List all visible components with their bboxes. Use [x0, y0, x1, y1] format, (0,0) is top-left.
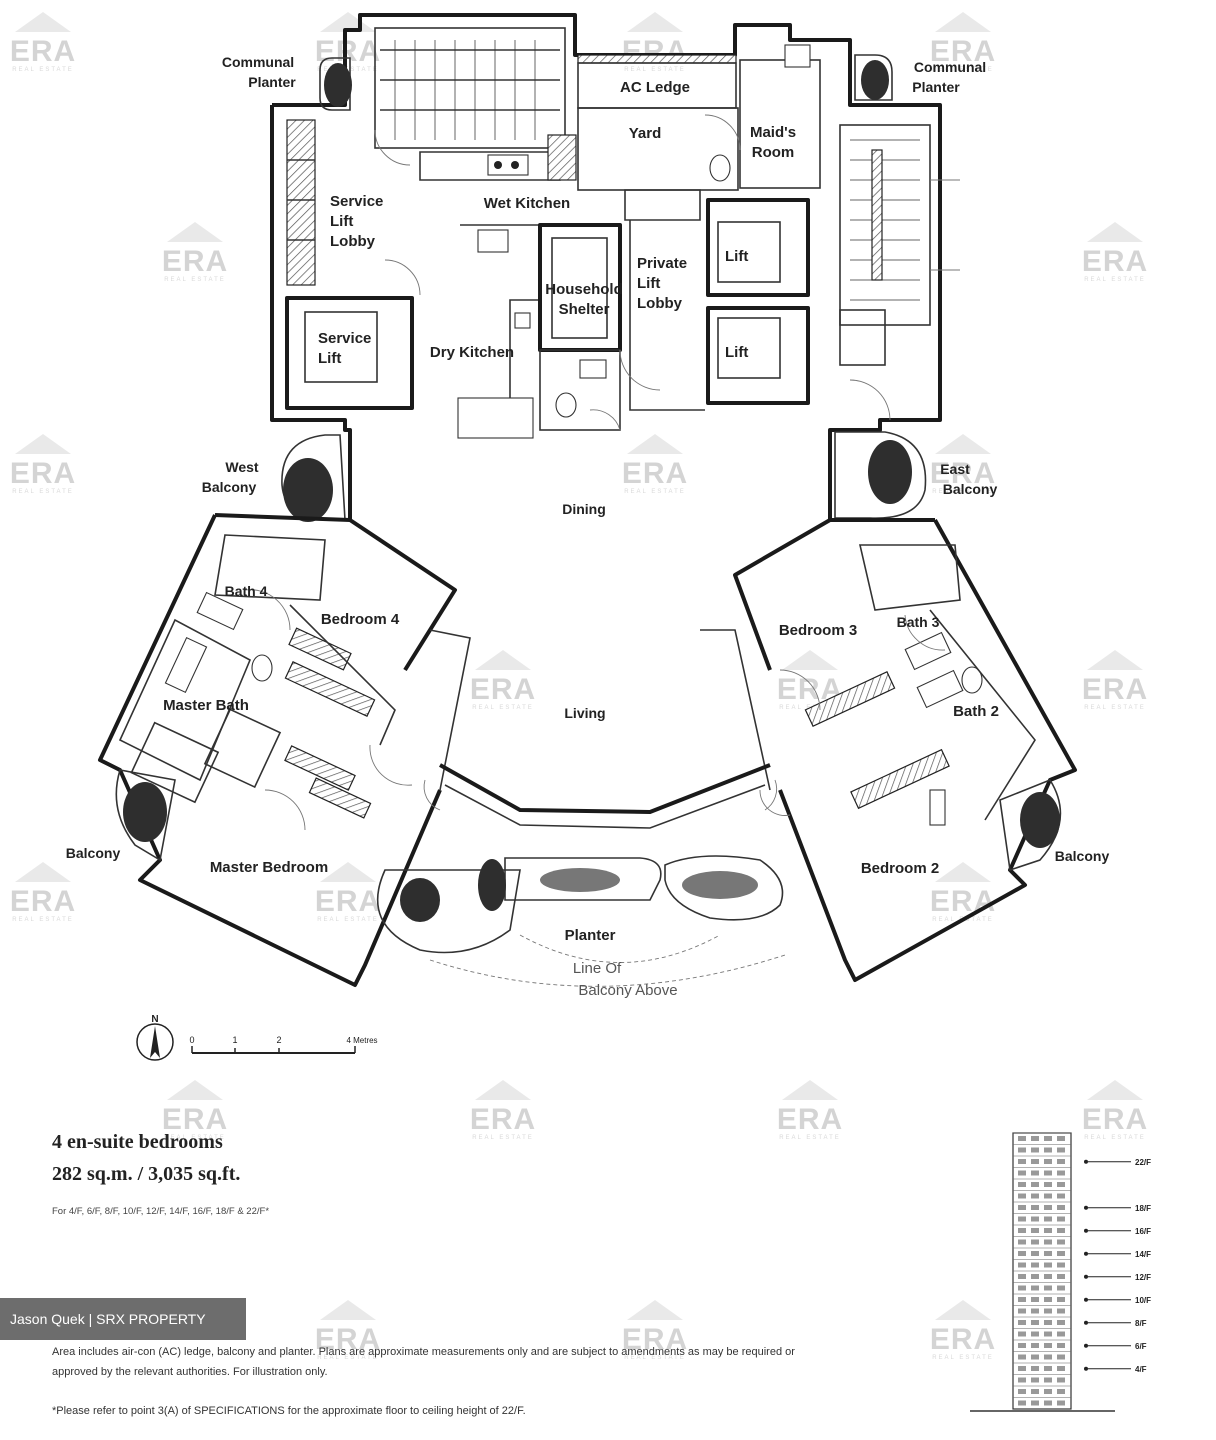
roof-icon — [935, 434, 991, 454]
scale-tick-0: 0 — [189, 1035, 194, 1045]
bedroom-2-label: Bedroom 2 — [861, 860, 939, 877]
yard-label: Yard — [629, 125, 662, 142]
communal-planters — [319, 54, 893, 111]
floor-label: 12/F — [1135, 1273, 1151, 1282]
master-bedroom-label: Master Bedroom — [210, 859, 328, 876]
floor-label: 22/F — [1135, 1158, 1151, 1167]
roof-icon — [320, 1300, 376, 1320]
bedroom-4-label: Bedroom 4 — [321, 611, 400, 628]
master-bath-label: Master Bath — [163, 697, 249, 714]
scale-tick-2: 2 — [276, 1035, 281, 1045]
scale-end: 4 Metres — [346, 1036, 377, 1045]
roof-icon — [15, 434, 71, 454]
unit-type: 4 en-suite bedrooms — [52, 1131, 223, 1153]
roof-icon — [935, 12, 991, 32]
area-note: Area includes air-con (AC) ledge, balcon… — [52, 1346, 795, 1378]
lift-2-label: Lift — [725, 344, 748, 361]
roof-icon — [935, 1300, 991, 1320]
roof-icon — [782, 1080, 838, 1100]
floor-label: 4/F — [1135, 1365, 1147, 1374]
roof-icon — [627, 434, 683, 454]
specs-note: *Please refer to point 3(A) of SPECIFICA… — [52, 1405, 526, 1417]
roof-icon — [167, 1080, 223, 1100]
scale-tick-1: 1 — [232, 1035, 237, 1045]
roof-icon — [167, 222, 223, 242]
east-wing — [700, 518, 1077, 982]
roof-icon — [475, 1080, 531, 1100]
roof-icon — [935, 862, 991, 882]
lift-1-label: Lift — [725, 248, 748, 265]
credit-banner: Jason Quek | SRX PROPERTY — [0, 1298, 246, 1340]
roof-icon — [475, 650, 531, 670]
roof-icon — [320, 862, 376, 882]
balcony-e-label: Balcony — [1055, 848, 1110, 864]
dry-kitchen-label: Dry Kitchen — [430, 344, 514, 361]
bath-2-label: Bath 2 — [953, 703, 999, 720]
floor-label: 16/F — [1135, 1227, 1151, 1236]
unit-floors: For 4/F, 6/F, 8/F, 10/F, 12/F, 14/F, 16/… — [52, 1206, 270, 1217]
compass: N — [136, 1014, 174, 1061]
living-bay — [376, 763, 786, 987]
key-plan: 22/F 18/F 16/F 14/F 12/F 10/F 8/F 6/F 4/F — [970, 1132, 1151, 1412]
roof-icon — [1087, 1080, 1143, 1100]
roof-icon — [15, 12, 71, 32]
roof-icon — [1087, 222, 1143, 242]
roof-icon — [1087, 650, 1143, 670]
floor-label: 8/F — [1135, 1319, 1147, 1328]
planter-label: Planter — [565, 927, 616, 944]
west-wing — [98, 513, 471, 987]
north-icon: N — [151, 1014, 158, 1025]
roof-icon — [782, 650, 838, 670]
unit-area: 282 sq.m. / 3,035 sq.ft. — [52, 1163, 241, 1185]
living-label: Living — [564, 705, 605, 721]
scale-bar: 0 1 2 4 Metres — [189, 1035, 378, 1054]
roof-icon — [15, 862, 71, 882]
ac-ledge-label: AC Ledge — [620, 79, 690, 96]
dining-label: Dining — [562, 501, 606, 517]
bath-3-label: Bath 3 — [897, 614, 940, 630]
floor-label: 6/F — [1135, 1342, 1147, 1351]
bath-4-label: Bath 4 — [225, 583, 268, 599]
wet-kitchen-label: Wet Kitchen — [484, 195, 570, 212]
floor-label: 18/F — [1135, 1204, 1151, 1213]
floor-label: 10/F — [1135, 1296, 1151, 1305]
bedroom-3-label: Bedroom 3 — [779, 622, 857, 639]
balcony-w-label: Balcony — [66, 845, 121, 861]
roof-icon — [627, 12, 683, 32]
service-core — [270, 13, 960, 520]
floor-label: 14/F — [1135, 1250, 1151, 1259]
roof-icon — [627, 1300, 683, 1320]
